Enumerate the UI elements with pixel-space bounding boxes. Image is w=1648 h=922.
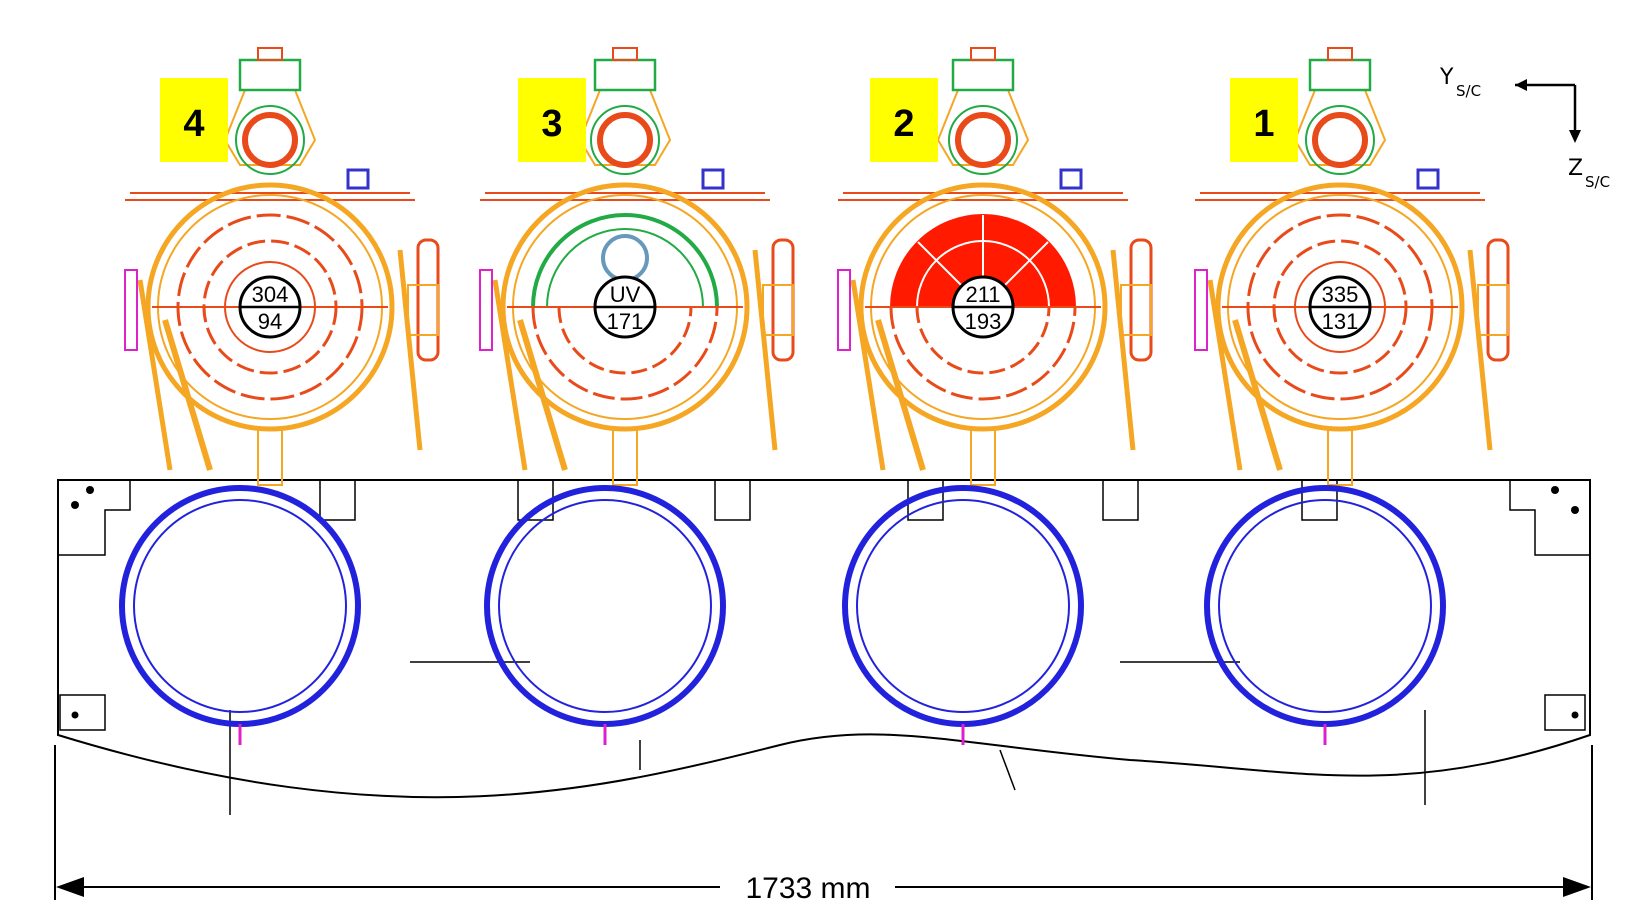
telescope-2: 211 193 <box>837 47 1153 745</box>
badge-telescope-3: 3 <box>518 78 586 162</box>
z-axis-label: Z <box>1568 156 1583 181</box>
badge-label: 4 <box>183 103 204 145</box>
mount-ring <box>119 485 361 727</box>
y-axis-subscript: S/C <box>1456 82 1481 100</box>
baseplate <box>57 479 1591 815</box>
telescope-4: 304 94 <box>119 47 440 745</box>
wavelength-bottom-label: 94 <box>258 309 282 334</box>
badge-label: 3 <box>541 103 562 145</box>
badge-telescope-4: 4 <box>160 78 228 162</box>
mount-ring <box>1204 485 1446 727</box>
wavelength-bottom-label: 131 <box>1322 309 1359 334</box>
mount-ring <box>484 485 726 727</box>
mount-ring <box>842 485 1084 727</box>
wavelength-top-label: 211 <box>965 282 1000 307</box>
wavelength-top-label: 335 <box>1322 282 1359 307</box>
badge-telescope-2: 2 <box>870 78 938 162</box>
telescope-housing <box>1215 182 1465 432</box>
z-axis-subscript: S/C <box>1585 173 1610 191</box>
badge-label: 2 <box>893 103 914 145</box>
wavelength-top-label: 304 <box>252 282 289 307</box>
telescope-3: UV 171 <box>479 47 795 745</box>
telescope-housing <box>500 182 750 432</box>
aperture-segments <box>152 213 388 401</box>
wavelength-bottom-label: 193 <box>965 309 1002 334</box>
dimension-label: 1733 mm <box>745 872 870 905</box>
wavelength-bottom-label: 171 <box>607 309 644 334</box>
telescope-frame <box>1194 47 1510 486</box>
coordinate-axes: Y S/C Z S/C <box>1439 65 1610 191</box>
telescope-1: 335 131 <box>1194 47 1510 745</box>
telescope-frame <box>479 47 795 486</box>
dimension-line: 1733 mm <box>54 745 1593 905</box>
telescope-frame <box>124 47 440 486</box>
badge-telescope-1: 1 <box>1230 78 1298 162</box>
aperture-segments <box>865 214 1101 401</box>
telescope-housing <box>145 182 395 432</box>
y-axis-label: Y <box>1439 65 1454 90</box>
wavelength-top-label: UV <box>610 282 641 307</box>
telescope-housing <box>858 182 1108 432</box>
badge-label: 1 <box>1253 103 1274 145</box>
